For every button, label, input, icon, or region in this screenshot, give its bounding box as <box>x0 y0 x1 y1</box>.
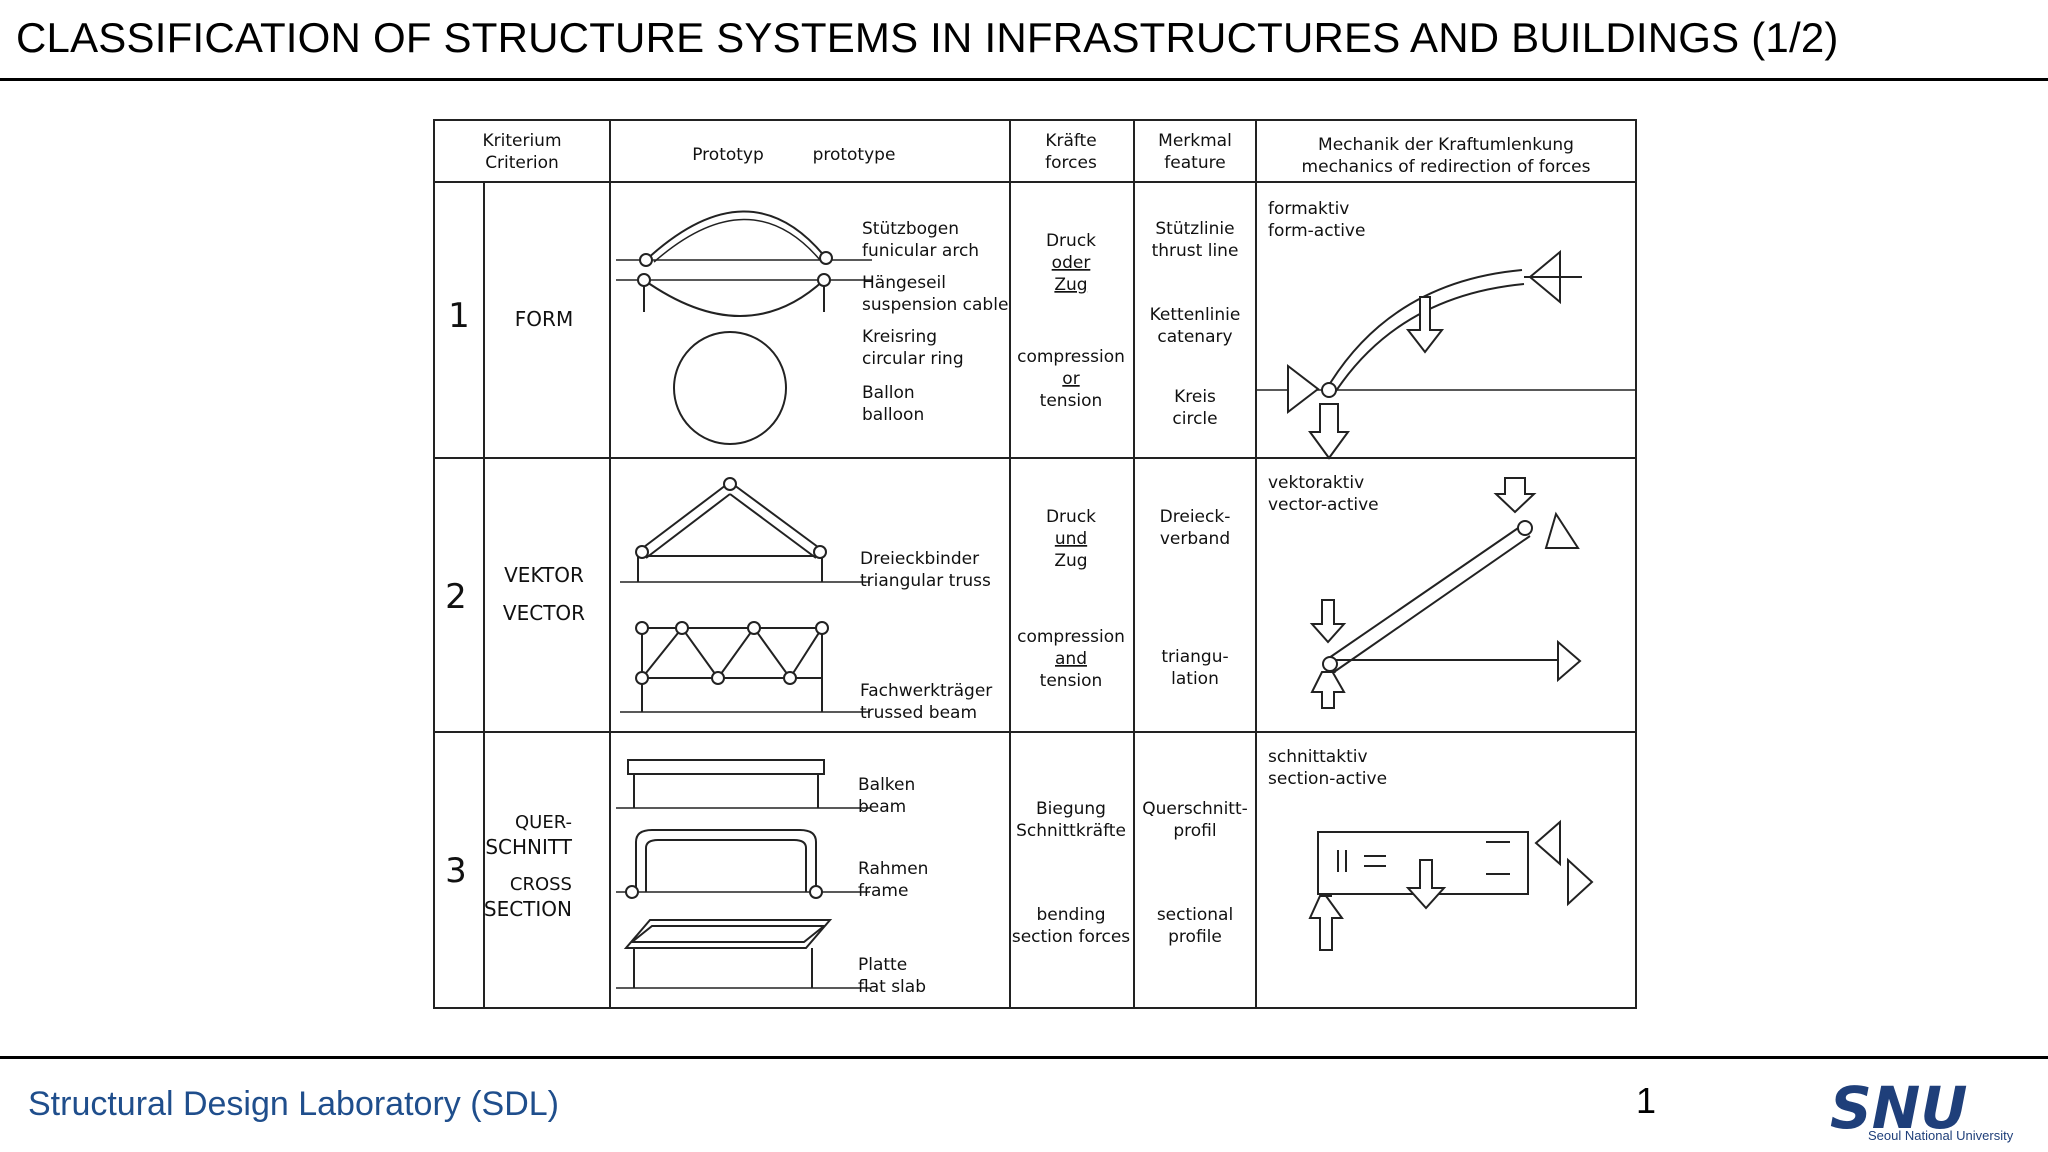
prototype-label: Fachwerkträger <box>860 681 992 701</box>
slide-title: CLASSIFICATION OF STRUCTURE SYSTEMS IN I… <box>16 14 1839 61</box>
feature-text: profil <box>1173 821 1216 841</box>
form-active-diagram <box>1256 249 1636 460</box>
header-forces-en: forces <box>1045 153 1097 173</box>
table-row: 3 QUER- SCHNITT CROSS SECTION Balken bea… <box>445 747 1594 997</box>
feature-text: Querschnitt- <box>1142 799 1248 819</box>
section-prototype-drawings <box>616 759 870 989</box>
feature-text: thrust line <box>1152 241 1239 261</box>
forces-text: tension <box>1040 391 1103 411</box>
footer-lab-name: Structural Design Laboratory (SDL) <box>28 1085 560 1123</box>
prototype-label: Platte <box>858 955 907 975</box>
feature-text: Stützlinie <box>1155 219 1234 239</box>
forces-text: Zug <box>1054 551 1087 571</box>
table-row: 2 VEKTOR VECTOR Dreieckbinder triang <box>445 473 1582 723</box>
forces-text: Zug <box>1054 275 1087 295</box>
prototype-label: Hängeseil <box>862 273 946 293</box>
feature-text: catenary <box>1157 327 1232 347</box>
forces-text: section forces <box>1012 927 1130 947</box>
snu-logo: SNU <box>1830 1074 1967 1142</box>
forces-text: Schnittkräfte <box>1016 821 1126 841</box>
header-criterion-de: Kriterium <box>482 131 561 151</box>
title-divider <box>0 78 2048 81</box>
mechanics-text: schnittaktiv <box>1268 747 1368 767</box>
row-number: 3 <box>445 851 467 891</box>
row-criterion-line: VECTOR <box>503 601 585 625</box>
row-criterion-line: SCHNITT <box>485 835 572 859</box>
prototype-label: balloon <box>862 405 924 425</box>
prototype-label: flat slab <box>858 977 926 997</box>
prototype-label: Kreisring <box>862 327 937 347</box>
logo-wordmark: SNU <box>1830 1074 1967 1142</box>
prototype-label: frame <box>858 881 908 901</box>
forces-text: Druck <box>1046 231 1096 251</box>
table-row: 1 FORM Stützbogen funicular arch Hängese… <box>448 199 1636 460</box>
row-criterion-line: VEKTOR <box>504 563 584 587</box>
prototype-label: trussed beam <box>860 703 977 723</box>
prototype-label: funicular arch <box>862 241 979 261</box>
row-criterion-line: CROSS <box>510 874 572 895</box>
feature-text: Kreis <box>1174 387 1216 407</box>
mechanics-text: formaktiv <box>1268 199 1349 219</box>
mechanics-text: form-active <box>1268 221 1365 241</box>
feature-text: lation <box>1171 669 1219 689</box>
forces-text: compression <box>1017 627 1125 647</box>
header-mechanics-de: Mechanik der Kraftumlenkung <box>1318 135 1574 155</box>
header-mechanics-en: mechanics of redirection of forces <box>1302 157 1591 177</box>
feature-text: profile <box>1168 927 1222 947</box>
header-prototype-en: prototype <box>813 145 896 165</box>
row-number: 1 <box>448 296 470 336</box>
forces-text: und <box>1055 529 1087 549</box>
feature-text: sectional <box>1157 905 1233 925</box>
prototype-label: triangular truss <box>860 571 991 591</box>
header-feature-de: Merkmal <box>1158 131 1232 151</box>
row-criterion-line: QUER- <box>515 812 572 833</box>
mechanics-text: section-active <box>1268 769 1387 789</box>
mechanics-text: vector-active <box>1268 495 1379 515</box>
header-criterion-en: Criterion <box>485 153 559 173</box>
mechanics-text: vektoraktiv <box>1268 473 1364 493</box>
section-active-diagram <box>1308 819 1594 951</box>
forces-text: or <box>1062 369 1079 389</box>
prototype-label: suspension cable <box>862 295 1008 315</box>
prototype-label: Stützbogen <box>862 219 959 239</box>
forces-text: oder <box>1052 253 1091 273</box>
feature-text: Kettenlinie <box>1150 305 1241 325</box>
table-grid <box>433 119 1637 1009</box>
prototype-label: Dreieckbinder <box>860 549 979 569</box>
form-prototype-drawings <box>616 210 872 445</box>
prototype-label: beam <box>858 797 906 817</box>
row-criterion-line: SECTION <box>484 897 572 921</box>
row-number: 2 <box>445 577 467 617</box>
page-number: 1 <box>1636 1080 1657 1121</box>
forces-text: and <box>1055 649 1087 669</box>
forces-text: Biegung <box>1036 799 1106 819</box>
prototype-label: circular ring <box>862 349 964 369</box>
header-prototype-de: Prototyp <box>692 145 764 165</box>
header-feature-en: feature <box>1164 153 1225 173</box>
footer-divider <box>0 1056 2048 1059</box>
prototype-label: Ballon <box>862 383 915 403</box>
feature-text: triangu- <box>1161 647 1228 667</box>
vector-prototype-drawings <box>620 481 870 713</box>
forces-text: bending <box>1036 905 1105 925</box>
forces-text: Druck <box>1046 507 1096 527</box>
feature-text: circle <box>1172 409 1217 429</box>
forces-text: tension <box>1040 671 1103 691</box>
prototype-label: Balken <box>858 775 915 795</box>
prototype-label: Rahmen <box>858 859 928 879</box>
classification-table-figure: Kriterium Criterion Prototyp prototype K… <box>420 112 1650 1020</box>
feature-text: verband <box>1160 529 1230 549</box>
feature-text: Dreieck- <box>1160 507 1231 527</box>
forces-text: compression <box>1017 347 1125 367</box>
row-criterion-line: FORM <box>515 307 573 331</box>
header-forces-de: Kräfte <box>1045 131 1096 151</box>
logo-caption: Seoul National University <box>1868 1128 2014 1143</box>
